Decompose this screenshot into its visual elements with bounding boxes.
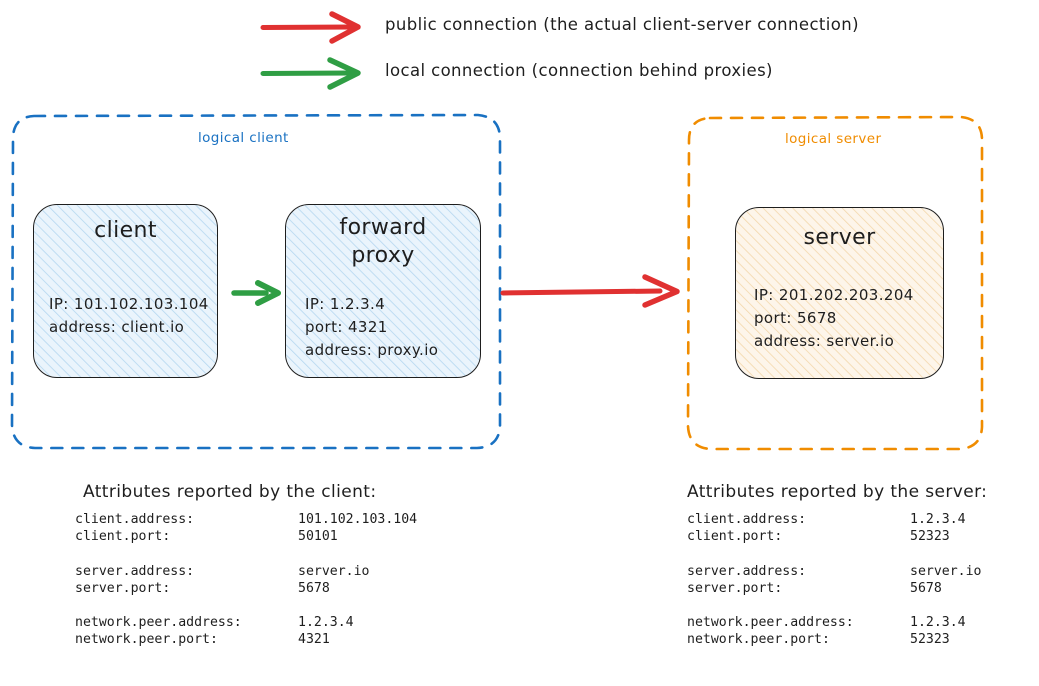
logical-client-label: logical client <box>198 130 289 146</box>
attr-key: network.peer.port: <box>687 632 830 648</box>
client-node-title: client <box>94 218 157 243</box>
table-row: network.peer.address: 1.2.3.4 <box>687 614 981 631</box>
table-row: network.peer.address: 1.2.3.4 <box>75 614 417 631</box>
logical-server-label: logical server <box>785 131 882 147</box>
server-attributes-heading: Attributes reported by the server: <box>687 482 988 502</box>
client-attributes-table: client.address: 101.102.103.104 client.p… <box>75 511 417 649</box>
table-row: server.address: server.io <box>75 563 417 580</box>
table-row: server.port: 5678 <box>75 580 417 597</box>
server-node[interactable]: server IP: 201.202.203.204 port: 5678 ad… <box>735 207 944 379</box>
attr-key: network.peer.address: <box>75 615 242 631</box>
table-row: client.port: 52323 <box>687 528 981 545</box>
server-node-details: IP: 201.202.203.204 port: 5678 address: … <box>754 286 914 350</box>
row-spacer <box>75 597 417 614</box>
attr-key: client.address: <box>75 512 195 527</box>
attr-key: client.address: <box>687 512 807 527</box>
attr-value: 52323 <box>910 632 950 648</box>
table-row: network.peer.port: 52323 <box>687 631 981 648</box>
server-box-fill <box>736 208 943 378</box>
attr-value: server.io <box>910 563 982 579</box>
attr-key: client.port: <box>75 529 171 545</box>
forward-proxy-node-title: forward proxy <box>339 215 427 269</box>
server-attributes-table: client.address: 1.2.3.4 client.port: 523… <box>687 511 981 649</box>
attr-value: server.io <box>298 563 370 579</box>
proxy-box-fill <box>286 205 480 377</box>
row-spacer <box>687 546 981 563</box>
logical-client-container <box>10 113 502 450</box>
legend-local-arrow-icon <box>260 57 361 90</box>
attr-key: network.peer.address: <box>687 615 854 631</box>
attr-key: server.address: <box>75 563 195 579</box>
proxy-to-server-arrow <box>500 274 680 308</box>
table-row: server.port: 5678 <box>687 580 981 597</box>
attr-value: 5678 <box>910 580 942 596</box>
attr-key: client.port: <box>687 529 783 545</box>
client-attributes-heading: Attributes reported by the client: <box>83 482 377 502</box>
client-to-proxy-arrow <box>231 280 281 306</box>
attr-value: 5678 <box>298 580 330 596</box>
table-row: client.address: 101.102.103.104 <box>75 511 417 528</box>
attr-value: 1.2.3.4 <box>910 615 966 631</box>
attr-key: server.address: <box>687 563 807 579</box>
attr-key: server.port: <box>687 580 783 596</box>
legend-local-connection-label: local connection (connection behind prox… <box>385 61 773 80</box>
logical-server-container <box>686 115 984 451</box>
attr-value: 4321 <box>298 632 330 648</box>
attr-value: 101.102.103.104 <box>298 512 418 527</box>
attr-value: 1.2.3.4 <box>298 615 354 631</box>
client-node[interactable]: client IP: 101.102.103.104 address: clie… <box>33 204 218 378</box>
table-row: client.address: 1.2.3.4 <box>687 511 981 528</box>
row-spacer <box>687 597 981 614</box>
table-row: network.peer.port: 4321 <box>75 631 417 648</box>
attr-value: 52323 <box>910 529 950 545</box>
client-box-fill <box>34 205 217 377</box>
row-spacer <box>75 546 417 563</box>
server-node-title: server <box>803 225 876 250</box>
attr-value: 1.2.3.4 <box>910 512 966 527</box>
table-row: server.address: server.io <box>687 563 981 580</box>
legend-public-arrow-icon <box>260 11 361 44</box>
attr-key: network.peer.port: <box>75 632 218 648</box>
table-row: client.port: 50101 <box>75 528 417 545</box>
forward-proxy-node[interactable]: forward proxy IP: 1.2.3.4 port: 4321 add… <box>285 204 481 378</box>
attr-key: server.port: <box>75 580 171 596</box>
attr-value: 50101 <box>298 529 338 545</box>
legend-public-connection-label: public connection (the actual client-ser… <box>385 15 859 34</box>
client-node-details: IP: 101.102.103.104 address: client.io <box>49 295 209 336</box>
client-attributes-block: Attributes reported by the client: clien… <box>75 482 417 649</box>
forward-proxy-node-details: IP: 1.2.3.4 port: 4321 address: proxy.io <box>305 295 439 359</box>
server-attributes-block: Attributes reported by the server: clien… <box>687 482 987 649</box>
